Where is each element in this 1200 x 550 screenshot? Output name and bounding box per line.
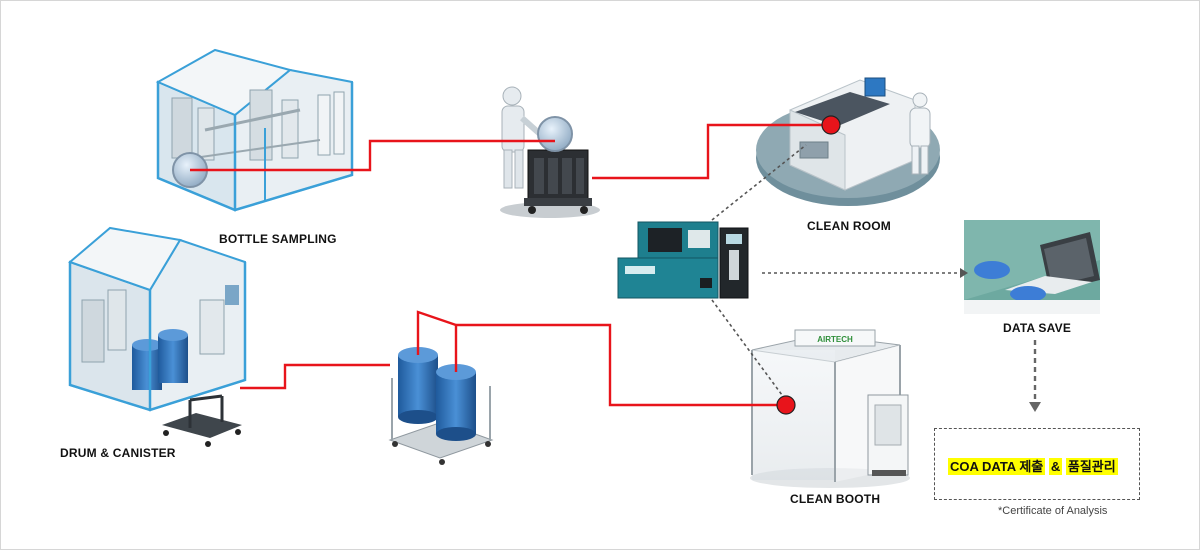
dashed-links	[711, 144, 960, 396]
drum-canister-station	[68, 226, 247, 412]
flow-line-drum-to-cart	[240, 363, 390, 390]
coa-box	[934, 428, 1140, 500]
clean-room	[756, 77, 940, 206]
operator-cart	[500, 86, 600, 218]
flow-line-bottle-to-operator	[190, 139, 555, 172]
coa-highlight-amp: &	[1048, 458, 1063, 475]
dashed-link-instrument-booth	[711, 299, 783, 396]
arrowhead-data-save	[960, 268, 968, 278]
data-save-down-arrow	[1029, 340, 1041, 412]
marker-cleanbooth	[776, 395, 796, 415]
bottle-sampling-station	[155, 48, 354, 212]
label-bottle-sampling: BOTTLE SAMPLING	[219, 232, 337, 246]
footnote-coa: *Certificate of Analysis	[998, 505, 1108, 517]
analyzer-instrument	[617, 221, 749, 299]
booth-brand-label: AIRTECH	[817, 335, 853, 344]
flow-line-drums-riser-a	[416, 310, 457, 355]
coa-highlight-part1: COA DATA 제출	[948, 458, 1046, 475]
label-data-save: DATA SAVE	[1003, 321, 1072, 335]
marker-cleanroom	[821, 115, 841, 135]
flow-line-operator-to-cleanroom	[592, 123, 830, 180]
dashed-link-instrument-cleanroom	[711, 144, 807, 221]
coa-text: COA DATA 제출 & 품질관리	[948, 456, 1118, 475]
data-save-photo	[964, 220, 1100, 314]
coa-highlight-part2: 품질관리	[1065, 458, 1118, 475]
flow-lines	[190, 123, 830, 407]
empty-cart	[162, 394, 242, 447]
flow-line-drums-to-booth	[456, 323, 785, 407]
label-clean-booth: CLEAN BOOTH	[790, 492, 881, 506]
clean-booth: AIRTECH	[750, 329, 910, 488]
label-drum-canister: DRUM & CANISTER	[60, 446, 176, 460]
drums-on-cart	[388, 347, 494, 465]
label-clean-room: CLEAN ROOM	[807, 219, 891, 233]
